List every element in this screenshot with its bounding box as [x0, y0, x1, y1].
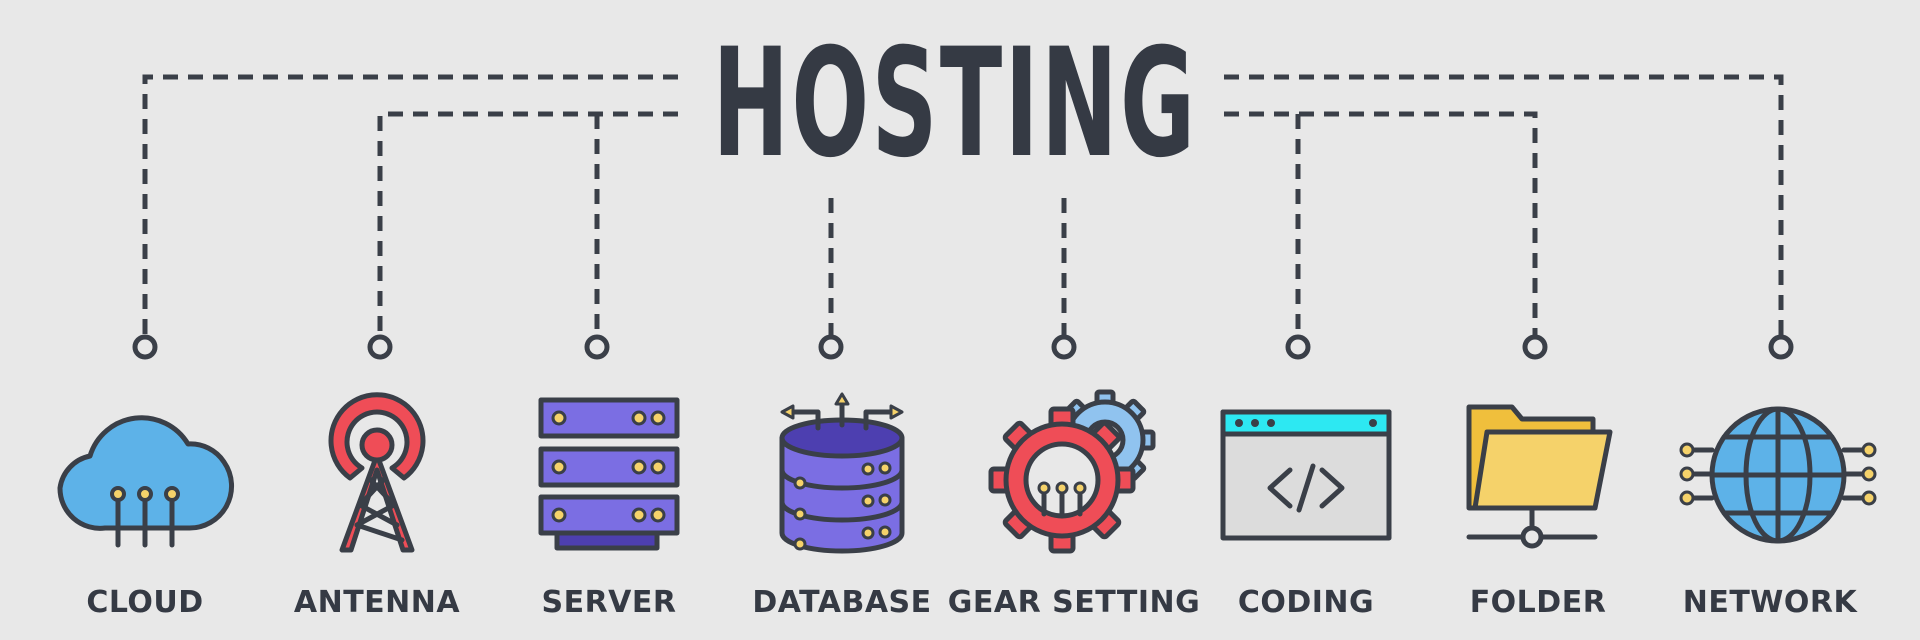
labels: CLOUD ANTENNA SERVER DATABASE GEAR SETTI… — [86, 585, 1858, 620]
connector-ends — [132, 334, 1794, 360]
ring-antenna — [367, 334, 393, 360]
gear-icon — [988, 389, 1156, 554]
connector-folder — [1224, 111, 1538, 338]
label-gear-setting: GEAR SETTING — [948, 585, 1201, 620]
page-title: HOSTING — [713, 17, 1198, 191]
label-folder: FOLDER — [1470, 585, 1607, 620]
ring-database — [818, 334, 844, 360]
connector-lines — [142, 74, 1784, 338]
label-server: SERVER — [541, 585, 676, 620]
connector-network — [1224, 74, 1784, 338]
antenna-icon — [328, 392, 426, 553]
label-network: NETWORK — [1683, 585, 1859, 620]
network-icon — [1679, 406, 1877, 544]
ring-cloud — [132, 334, 158, 360]
label-database: DATABASE — [752, 585, 931, 620]
connector-cloud — [142, 74, 678, 338]
ring-folder — [1522, 334, 1548, 360]
coding-icon — [1220, 409, 1392, 541]
connector-antenna — [377, 111, 678, 338]
label-coding: CODING — [1238, 585, 1374, 620]
label-cloud: CLOUD — [86, 585, 203, 620]
server-icon — [538, 397, 680, 551]
ring-server — [584, 334, 610, 360]
ring-coding — [1285, 334, 1311, 360]
label-antenna: ANTENNA — [294, 585, 460, 620]
cloud-icon — [57, 415, 235, 548]
ring-gear — [1051, 334, 1077, 360]
folder-icon — [1466, 404, 1613, 549]
database-icon — [779, 392, 905, 554]
ring-network — [1768, 334, 1794, 360]
